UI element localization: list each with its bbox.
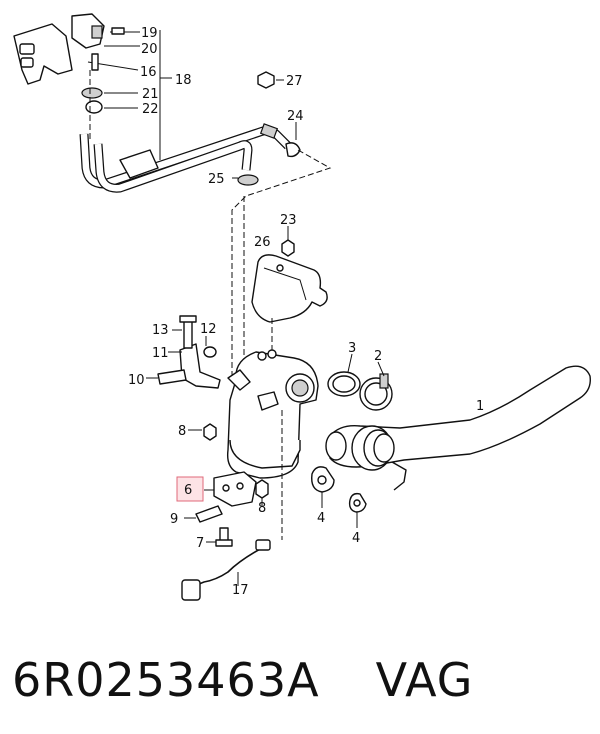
bolt-9 [184, 505, 223, 523]
particulate-filter [226, 349, 319, 479]
callout-labels: 19 20 16 18 21 22 27 24 25 23 26 13 12 1… [128, 26, 484, 598]
callout-20: 20 [141, 42, 158, 57]
callout-18: 18 [175, 73, 192, 88]
callout-10: 10 [128, 373, 145, 388]
callout-6-highlight [176, 476, 204, 502]
callout-24: 24 [287, 109, 304, 124]
heat-shield [251, 254, 328, 323]
callout-2: 2 [374, 349, 382, 364]
callout-16: 16 [140, 65, 157, 80]
callout-11: 11 [152, 346, 169, 361]
nut-8-lower [255, 479, 269, 506]
hose-clamps [81, 70, 138, 140]
nut-27 [257, 71, 284, 89]
nut-23 [281, 226, 295, 257]
rubber-hanger-lower [348, 492, 367, 528]
callout-26: 26 [254, 235, 271, 250]
callout-8-lower: 8 [258, 501, 266, 516]
callout-4-lower: 4 [352, 531, 360, 546]
part-number: 6R0253463A [12, 653, 320, 707]
callout-25: 25 [208, 172, 225, 187]
exhaust-pipe [325, 365, 591, 491]
temperature-sensor [181, 410, 283, 601]
brand-name: VAG [375, 653, 474, 707]
callout-9: 9 [170, 512, 178, 527]
clamp-25 [232, 174, 259, 186]
rubber-hanger-upper [311, 466, 335, 508]
part-caption: 6R0253463A VAG [12, 640, 592, 720]
seal-ring [327, 353, 361, 397]
callout-6: 6 [184, 483, 192, 498]
nut-8-upper [188, 423, 217, 441]
pressure-pipes [79, 123, 301, 193]
bracket-6 [204, 471, 257, 507]
callout-3: 3 [348, 341, 356, 356]
bolt-7 [206, 527, 233, 547]
callout-17: 17 [232, 583, 249, 598]
callout-27: 27 [286, 74, 303, 89]
bracket-assembly-upper [146, 315, 221, 389]
callout-22: 22 [142, 102, 159, 117]
callout-12: 12 [200, 322, 217, 337]
pressure-sensor-bracket [13, 13, 140, 85]
clamp-2 [359, 361, 393, 411]
callout-1: 1 [476, 399, 484, 414]
callout-8-upper: 8 [178, 424, 186, 439]
exhaust-parts-diagram: 19 20 16 18 21 22 27 24 25 23 26 13 12 1… [13, 13, 591, 601]
callout-13: 13 [152, 323, 169, 338]
callout-19: 19 [141, 26, 158, 41]
callout-23: 23 [280, 213, 297, 228]
callout-4-upper: 4 [317, 511, 325, 526]
callout-21: 21 [142, 87, 159, 102]
callout-7: 7 [196, 536, 204, 551]
